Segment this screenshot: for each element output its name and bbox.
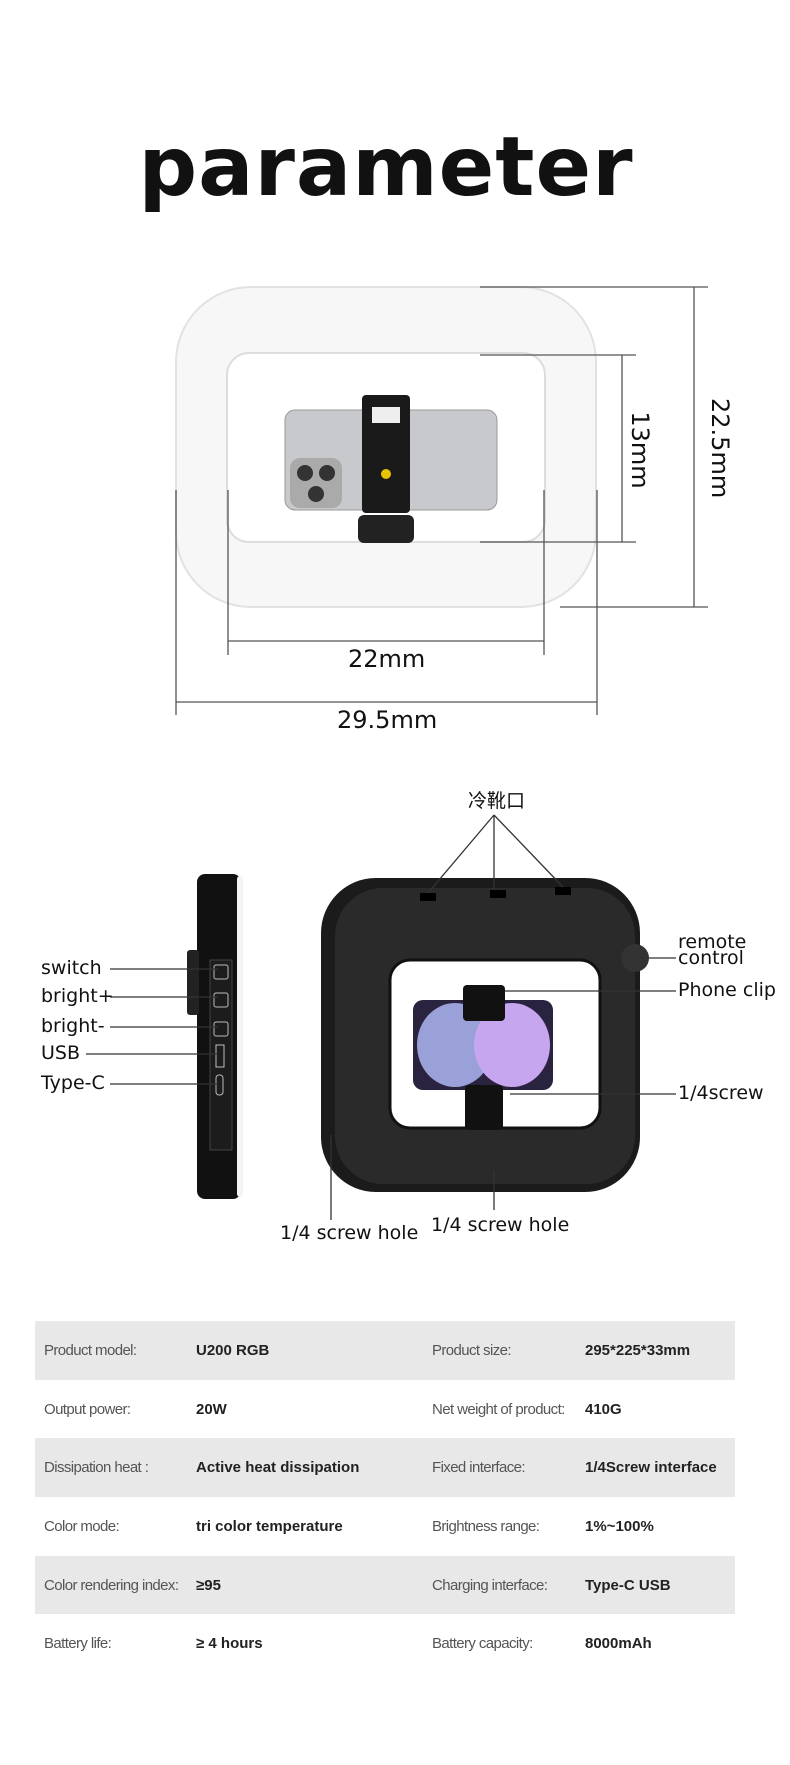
ring-light-front-view bbox=[175, 286, 597, 608]
outer-height-label: 22.5mm bbox=[706, 398, 734, 499]
spec-label: Color mode: bbox=[44, 1517, 120, 1535]
remote-line1: remote bbox=[678, 931, 747, 953]
spec-row: Output power: 20W Net weight of product: 41… bbox=[35, 1380, 735, 1439]
outer-width-label: 29.5mm bbox=[337, 706, 438, 734]
spec-value-right: 1%~100% bbox=[585, 1517, 654, 1535]
switch-label: switch bbox=[41, 957, 102, 979]
spec-value-right: 8000mAh bbox=[585, 1635, 652, 1653]
spec-value: tri color temperature bbox=[196, 1517, 343, 1535]
dimension-lines bbox=[175, 286, 708, 715]
spec-label: Output power: bbox=[44, 1400, 131, 1418]
front-callout-lines bbox=[330, 814, 676, 1220]
inner-width-label: 22mm bbox=[348, 645, 426, 673]
spec-row: Color rendering index: ≥95 Charging interf… bbox=[35, 1555, 735, 1615]
usb-label: USB bbox=[41, 1042, 81, 1064]
spec-label-right: Brightness range: bbox=[432, 1517, 540, 1535]
spec-row: Product model: U200 RGB Product size: 295*2… bbox=[35, 1321, 735, 1380]
spec-label: Color rendering index: bbox=[44, 1576, 179, 1594]
spec-label-right: Battery capacity: bbox=[432, 1635, 533, 1653]
spec-value: Active heat dissipation bbox=[196, 1459, 360, 1477]
spec-value-right: 1/4Screw interface bbox=[585, 1459, 717, 1477]
bright-plus-label: bright+ bbox=[41, 985, 114, 1007]
spec-label-right: Charging interface: bbox=[432, 1576, 548, 1594]
type-c-label: Type-C bbox=[41, 1072, 105, 1094]
screw-label: 1/4screw bbox=[678, 1082, 764, 1104]
product-illustrations bbox=[86, 286, 708, 1220]
spec-value: ≥95 bbox=[196, 1576, 221, 1594]
cold-shoe-label: 冷靴口 bbox=[468, 790, 526, 812]
screw-hole-left-label: 1/4 screw hole bbox=[280, 1222, 419, 1244]
ring-light-handle-view bbox=[321, 878, 649, 1192]
spec-table: Product model: U200 RGB Product size: 295*2… bbox=[35, 1321, 735, 1673]
spec-value: ≥ 4 hours bbox=[196, 1635, 263, 1653]
inner-height-label: 13mm bbox=[626, 411, 654, 489]
spec-label: Dissipation heat : bbox=[44, 1459, 149, 1477]
spec-label-right: Fixed interface: bbox=[432, 1459, 526, 1477]
spec-row: Dissipation heat : Active heat dissipatio… bbox=[35, 1438, 735, 1498]
spec-label: Battery life: bbox=[44, 1635, 112, 1653]
remote-line2: control bbox=[678, 947, 744, 969]
spec-label: Product model: bbox=[44, 1341, 137, 1359]
page-title: parameter bbox=[138, 120, 634, 215]
spec-value-right: 410G bbox=[585, 1400, 622, 1418]
spec-value: U200 RGB bbox=[196, 1341, 270, 1359]
spec-label-right: Net weight of product: bbox=[432, 1400, 565, 1418]
screw-hole-bottom-label: 1/4 screw hole bbox=[431, 1214, 570, 1236]
spec-row: Color mode: tri color temperature Brightne… bbox=[35, 1497, 735, 1556]
spec-value-right: Type-C USB bbox=[585, 1576, 671, 1594]
bright-minus-label: bright- bbox=[41, 1015, 105, 1037]
ring-light-side-view bbox=[187, 874, 243, 1199]
spec-label-right: Product size: bbox=[432, 1341, 512, 1359]
side-callout-lines bbox=[86, 968, 218, 1085]
spec-value-right: 295*225*33mm bbox=[585, 1341, 691, 1359]
spec-row: Battery life: ≥ 4 hours Battery capacity: 8… bbox=[35, 1614, 735, 1673]
spec-value: 20W bbox=[196, 1400, 227, 1418]
phone-clip-label: Phone clip bbox=[678, 979, 776, 1001]
